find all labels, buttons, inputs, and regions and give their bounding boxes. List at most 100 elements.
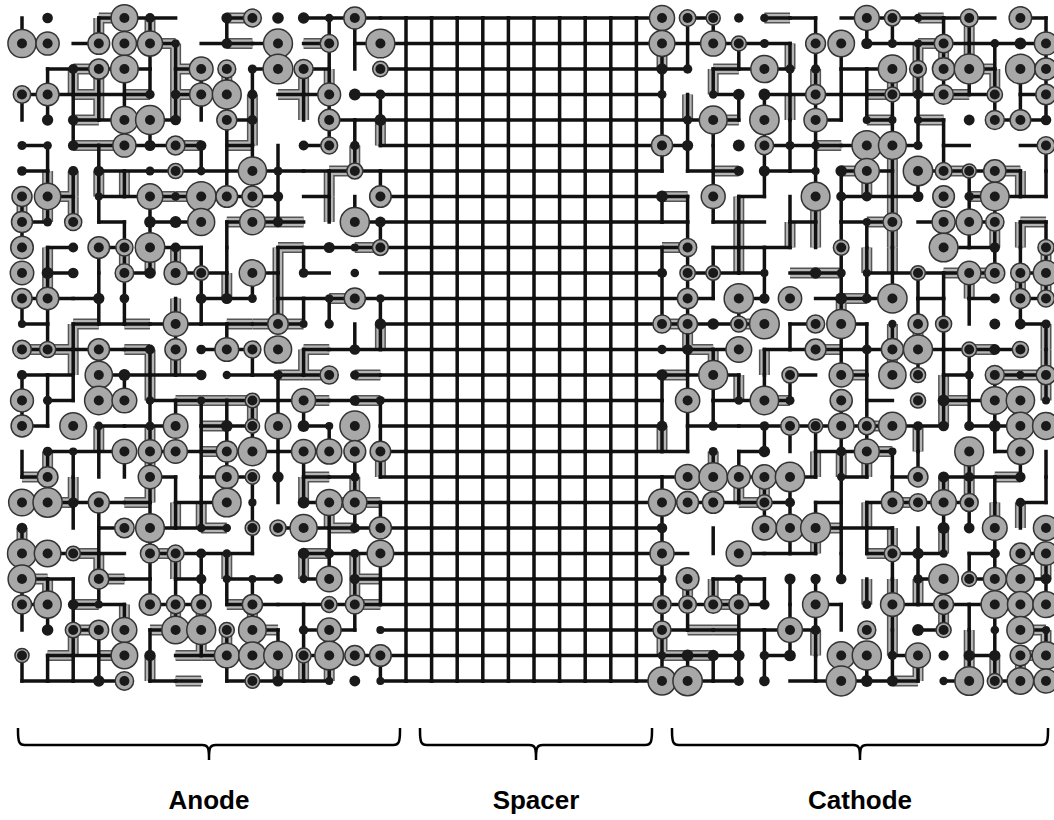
throat-line (199, 452, 203, 478)
throat-line (609, 197, 613, 223)
throat-line (481, 248, 485, 274)
throat-line (199, 477, 203, 503)
throat-line (483, 475, 509, 479)
wide-throat-fill (69, 350, 77, 376)
throat-line (585, 322, 611, 326)
throat-line (609, 605, 613, 631)
throat-line (635, 528, 639, 554)
throat-line (457, 246, 483, 250)
throat-line (432, 271, 458, 275)
throat-line (560, 42, 586, 46)
throat-line (583, 375, 587, 401)
throat-line (585, 16, 611, 20)
throat-line (739, 220, 765, 224)
throat-line (507, 273, 511, 299)
throat-line (790, 679, 816, 683)
throat-line (406, 42, 432, 46)
throat-line (481, 18, 485, 44)
throat-line (304, 475, 330, 479)
throat-line (457, 577, 483, 581)
throat-line (507, 579, 511, 605)
throat-line (686, 426, 690, 452)
throat-line (865, 375, 869, 401)
throat-line (404, 171, 408, 197)
throat-line (404, 375, 408, 401)
throat-line (713, 67, 739, 71)
throat-line (304, 348, 330, 352)
throat-line (406, 118, 432, 122)
wide-throat-outline (759, 350, 770, 376)
throat-line (406, 603, 432, 607)
throat-line (560, 93, 586, 97)
throat-line (278, 603, 304, 607)
throat-line (534, 654, 560, 658)
throat-line (457, 67, 483, 71)
throat-line (457, 42, 483, 46)
throat-line (483, 93, 509, 97)
throat-line (609, 426, 613, 452)
throat-line (558, 528, 562, 554)
throat-line (404, 95, 408, 121)
throat-line (583, 350, 587, 376)
wide-throat-outline (810, 452, 821, 478)
throat-line (790, 552, 816, 556)
wide-throat-fill (735, 197, 743, 223)
throat-line (532, 375, 536, 401)
throat-line (585, 42, 611, 46)
throat-line (483, 348, 509, 352)
throat-line (481, 630, 485, 656)
throat-line (583, 426, 587, 452)
throat-line (455, 554, 459, 580)
throat-line (611, 16, 637, 20)
throat-line (430, 248, 434, 274)
throat-line (430, 426, 434, 452)
throat-line (558, 477, 562, 503)
wide-throat-outline (1015, 222, 1026, 248)
throat-line (97, 452, 101, 478)
throat-line (611, 169, 637, 173)
throat-line (225, 146, 229, 172)
throat-line (585, 297, 611, 301)
throat-line (406, 373, 432, 377)
throat-line (609, 401, 613, 427)
throat-line (711, 146, 715, 172)
throat-line (406, 195, 432, 199)
throat-line (560, 552, 586, 556)
throat-line (432, 118, 458, 122)
throat-line (583, 95, 587, 121)
throat-line (611, 93, 637, 97)
throat-line (483, 246, 509, 250)
throat-line (534, 628, 560, 632)
throat-line (507, 630, 511, 656)
throat-line (404, 299, 408, 325)
throat-line (406, 526, 432, 530)
throat-line (432, 220, 458, 224)
throat-line (558, 375, 562, 401)
wide-throat-fill (274, 248, 282, 274)
throat-line (635, 350, 639, 376)
throat-line (507, 171, 511, 197)
throat-line (841, 526, 867, 530)
throat-line (457, 271, 483, 275)
throat-line (406, 654, 432, 658)
throat-line (483, 42, 509, 46)
throat-line (532, 95, 536, 121)
wide-throat-outline (733, 222, 744, 248)
throat-line (430, 120, 434, 146)
throat-line (583, 146, 587, 172)
wide-throat-fill (120, 171, 128, 197)
throat-line (404, 426, 408, 452)
throat-line (430, 273, 434, 299)
throat-line (583, 222, 587, 248)
throat-line (636, 246, 662, 250)
wide-throat-fill (172, 503, 180, 529)
throat-line (507, 605, 511, 631)
throat-line (560, 628, 586, 632)
throat-line (457, 526, 483, 530)
throat-line (432, 169, 458, 173)
throat-line (583, 630, 587, 656)
throat-line (457, 654, 483, 658)
throat-line (585, 526, 611, 530)
throat-line (558, 95, 562, 121)
throat-line (404, 222, 408, 248)
